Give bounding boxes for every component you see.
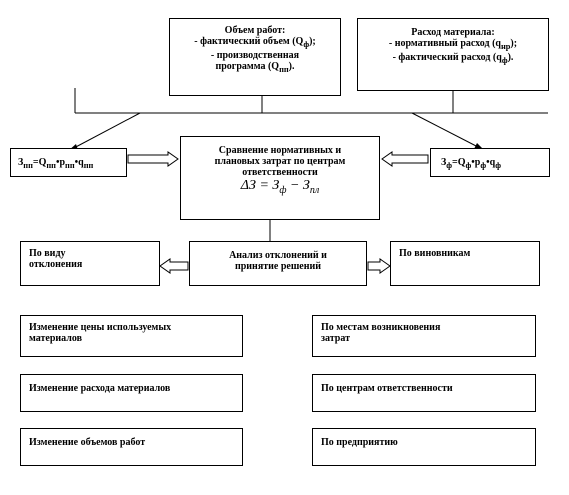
work-volume-box: Объем работ: - фактический объем (Qф); -…: [169, 18, 341, 96]
deviation-formula-sub2: пл: [309, 184, 320, 196]
comparison-line1: Сравнение нормативных и: [218, 145, 342, 156]
left-item-1-line2: материалов: [29, 333, 83, 344]
actual-cost-part4: •q: [486, 157, 496, 168]
right-item-1-line1: По местам возникновения: [321, 322, 441, 333]
by-type-line1: По виду: [29, 248, 66, 259]
actual-cost-part2: =Q: [452, 157, 466, 168]
actual-cost-symbol: З: [441, 157, 447, 168]
right-item-3: По предприятию: [312, 428, 536, 466]
right-item-2: По центрам ответственности: [312, 374, 536, 412]
work-volume-title: Объем работ:: [224, 25, 286, 36]
by-type-line2: отклонения: [29, 259, 83, 270]
analysis-line1: Анализ отклонений и: [229, 250, 327, 261]
deviation-formula-part2: − З: [286, 178, 310, 193]
production-program-sub: пп: [279, 65, 289, 74]
hollow-arrow-analysis-right: [367, 258, 391, 274]
planned-cost-part4: •q: [74, 157, 84, 168]
planned-cost-sub4: пп: [83, 161, 94, 170]
hollow-arrow-analysis-left: [159, 258, 189, 274]
normative-consumption-end: );: [510, 38, 518, 49]
actual-volume-sub: ф: [303, 40, 310, 49]
production-program-text: - производственная: [210, 50, 300, 61]
diag-arrow-left: [71, 112, 141, 150]
actual-consumption-end: ).: [507, 52, 514, 63]
actual-cost-sub4: ф: [495, 161, 501, 170]
right-item-2-line1: По центрам ответственности: [321, 383, 453, 394]
left-item-2: Изменение расхода материалов: [20, 374, 243, 412]
planned-cost-sub1: пп: [23, 161, 33, 170]
hollow-arrow-left: [127, 151, 179, 167]
right-item-1: По местам возникновения затрат: [312, 315, 536, 357]
material-consumption-box: Расход материала: - нормативный расход (…: [357, 18, 549, 91]
deviation-formula-sub1: ф: [279, 184, 287, 196]
normative-consumption-sub: нр: [500, 42, 511, 51]
left-item-3: Изменение объемов работ: [20, 428, 243, 466]
actual-cost-sub3: ф: [480, 161, 487, 170]
actual-consumption-sub: ф: [501, 56, 508, 65]
left-item-2-line1: Изменение расхода материалов: [29, 383, 171, 394]
right-item-3-line1: По предприятию: [321, 437, 398, 448]
by-deviation-type-box: По виду отклонения: [20, 241, 160, 286]
right-item-1-line2: затрат: [321, 333, 351, 344]
production-program-end: ).: [288, 61, 295, 72]
actual-cost-sub2: ф: [465, 161, 472, 170]
comparison-box: Сравнение нормативных и плановых затрат …: [180, 136, 380, 220]
actual-cost-formula-box: Зф=Qф•рф•qф: [430, 148, 550, 177]
hollow-arrow-right: [381, 151, 429, 167]
left-item-1: Изменение цены используемых материалов: [20, 315, 243, 357]
analysis-box: Анализ отклонений и принятие решений: [189, 241, 367, 286]
material-consumption-title: Расход материала:: [411, 27, 495, 38]
comparison-line2: плановых затрат по центрам: [214, 156, 346, 167]
actual-volume-text: - фактический объем (Q: [194, 36, 304, 47]
actual-cost-sub1: ф: [446, 161, 453, 170]
planned-cost-sub2: пп: [46, 161, 56, 170]
production-program-text-2: программа (Q: [215, 61, 280, 72]
comparison-line3: ответственности: [242, 167, 318, 178]
left-item-3-line1: Изменение объемов работ: [29, 437, 146, 448]
by-culprit-label: По виновникам: [399, 248, 471, 259]
planned-cost-sub3: пп: [65, 161, 75, 170]
by-culprit-box: По виновникам: [390, 241, 540, 286]
normative-consumption-text: - нормативный расход (q: [388, 38, 501, 49]
deviation-formula-part1: ΔЗ = З: [240, 178, 280, 193]
actual-cost-part3: •р: [471, 157, 481, 168]
deviation-formula: ΔЗ = Зф − Зпл: [181, 178, 379, 196]
planned-cost-part3: •р: [55, 157, 66, 168]
actual-volume-end: );: [309, 36, 316, 47]
planned-cost-symbol: З: [18, 157, 24, 168]
planned-cost-part2: =Q: [32, 157, 47, 168]
left-item-1-line1: Изменение цены используемых: [29, 322, 172, 333]
actual-consumption-text: - фактический расход (q: [392, 52, 502, 63]
analysis-line2: принятие решений: [234, 261, 322, 272]
diag-arrow-right: [411, 112, 481, 149]
planned-cost-formula-box: Зпп=Qпп•рпп•qпп: [10, 148, 127, 177]
